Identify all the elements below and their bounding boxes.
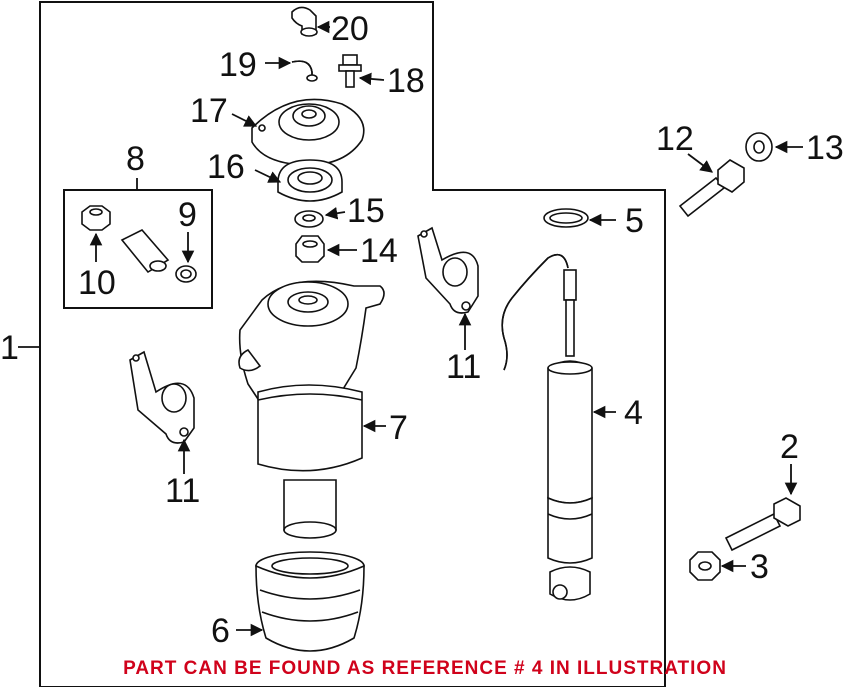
callout-15: 15: [347, 192, 385, 230]
leader-12: [687, 153, 714, 173]
callout-10: 10: [78, 264, 116, 302]
callout-6: 6: [211, 612, 230, 650]
callout-2: 2: [780, 428, 799, 466]
callout-4: 4: [624, 394, 643, 432]
part-13-washer: [745, 132, 773, 162]
part-17-top-mount: [251, 98, 365, 166]
callout-13: 13: [806, 129, 844, 167]
callout-19: 19: [219, 46, 257, 84]
callout-7: 7: [389, 409, 408, 447]
callout-17: 17: [190, 92, 228, 130]
part-5-seal-ring: [543, 208, 589, 228]
leader-17: [231, 113, 258, 127]
assembly-frame: [39, 1, 666, 687]
part-7-air-spring: [238, 280, 385, 539]
part-4-shock-absorber: [501, 253, 593, 601]
callout-3: 3: [750, 548, 769, 586]
part-20-fitting: [291, 6, 318, 37]
part-15-washer: [294, 210, 324, 228]
callout-11-right: 11: [446, 348, 481, 386]
reference-note: PART CAN BE FOUND AS REFERENCE # 4 IN IL…: [123, 658, 727, 679]
part-3-nut: [689, 551, 721, 581]
part-16-bearing: [277, 159, 343, 202]
part-2-bolt: [724, 497, 801, 552]
part-8-valve: [120, 229, 170, 274]
callout-9: 9: [178, 196, 197, 234]
part-19-pipe: [291, 60, 318, 82]
part-11-bracket-left: [129, 350, 195, 444]
group-box-8: [63, 189, 213, 309]
callout-8: 8: [126, 140, 145, 178]
callout-18: 18: [387, 62, 425, 100]
leader-16: [254, 169, 282, 183]
part-18-bolt: [338, 54, 362, 88]
callout-14: 14: [360, 232, 398, 270]
callout-5: 5: [625, 202, 644, 240]
callout-20: 20: [331, 10, 369, 48]
callout-1: 1: [0, 329, 19, 367]
part-14-nut: [295, 235, 325, 263]
part-10-fitting: [81, 205, 111, 231]
callout-16: 16: [207, 148, 245, 186]
part-9-o-ring: [175, 265, 197, 283]
part-12-bolt: [678, 159, 745, 218]
leader-18: [358, 72, 385, 86]
part-6-boot: [255, 551, 365, 652]
callout-12: 12: [656, 120, 694, 158]
callout-11-left: 11: [165, 472, 200, 510]
part-11-bracket-right: [417, 226, 479, 314]
leader-15: [324, 207, 346, 220]
